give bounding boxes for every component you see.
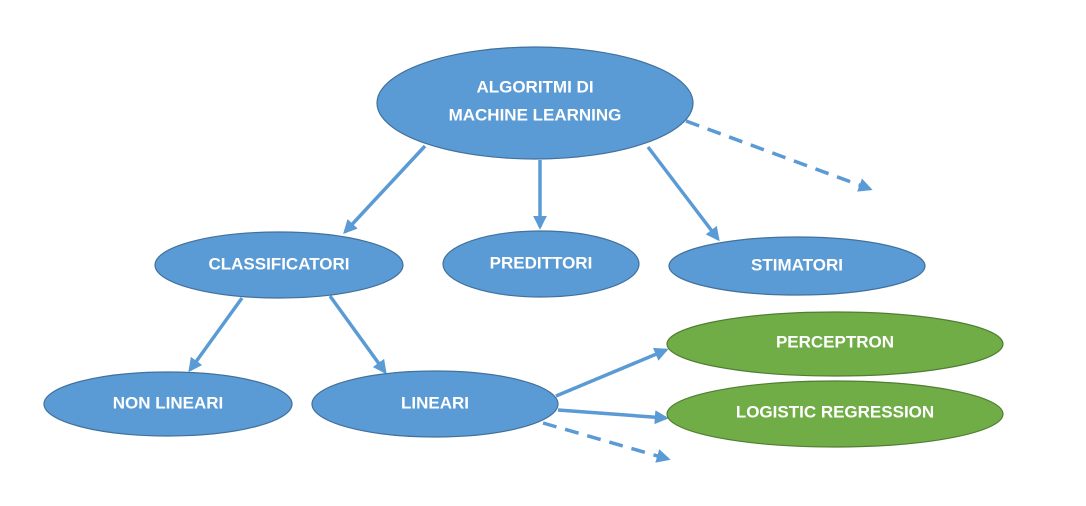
node-root-line2: MACHINE LEARNING bbox=[449, 105, 622, 124]
node-stimatori-label: STIMATORI bbox=[751, 255, 843, 274]
node-lineari-label: LINEARI bbox=[401, 393, 469, 412]
node-classificatori-label: CLASSIFICATORI bbox=[208, 254, 349, 273]
node-root: ALGORITMI DI MACHINE LEARNING bbox=[376, 46, 694, 160]
edge-classificatori-lineari bbox=[328, 294, 387, 375]
node-logistic-regression: LOGISTIC REGRESSION bbox=[666, 380, 1004, 448]
edge-root-more-dashed bbox=[685, 119, 873, 192]
node-non-lineari-label: NON LINEARI bbox=[113, 393, 224, 412]
edge-lineari-perceptron bbox=[555, 347, 669, 398]
node-predittori-label: PREDITTORI bbox=[490, 253, 593, 272]
node-lineari: LINEARI bbox=[311, 370, 559, 438]
node-classificatori: CLASSIFICATORI bbox=[154, 231, 404, 299]
node-perceptron: PERCEPTRON bbox=[666, 311, 1004, 377]
node-non-lineari: NON LINEARI bbox=[43, 371, 293, 437]
node-predittori: PREDITTORI bbox=[442, 230, 640, 298]
node-stimatori: STIMATORI bbox=[668, 236, 926, 296]
edge-root-stimatori bbox=[646, 145, 720, 242]
node-logistic-regression-label: LOGISTIC REGRESSION bbox=[736, 402, 934, 421]
edge-lineari-more-dashed bbox=[542, 421, 671, 463]
edge-lineari-logistic-regression bbox=[557, 408, 669, 425]
edge-root-classificatori bbox=[343, 144, 427, 235]
edges bbox=[188, 119, 873, 463]
edge-classificatori-non-lineari bbox=[188, 296, 244, 373]
node-perceptron-label: PERCEPTRON bbox=[776, 332, 894, 351]
node-root-line1: ALGORITMI DI bbox=[476, 77, 593, 96]
